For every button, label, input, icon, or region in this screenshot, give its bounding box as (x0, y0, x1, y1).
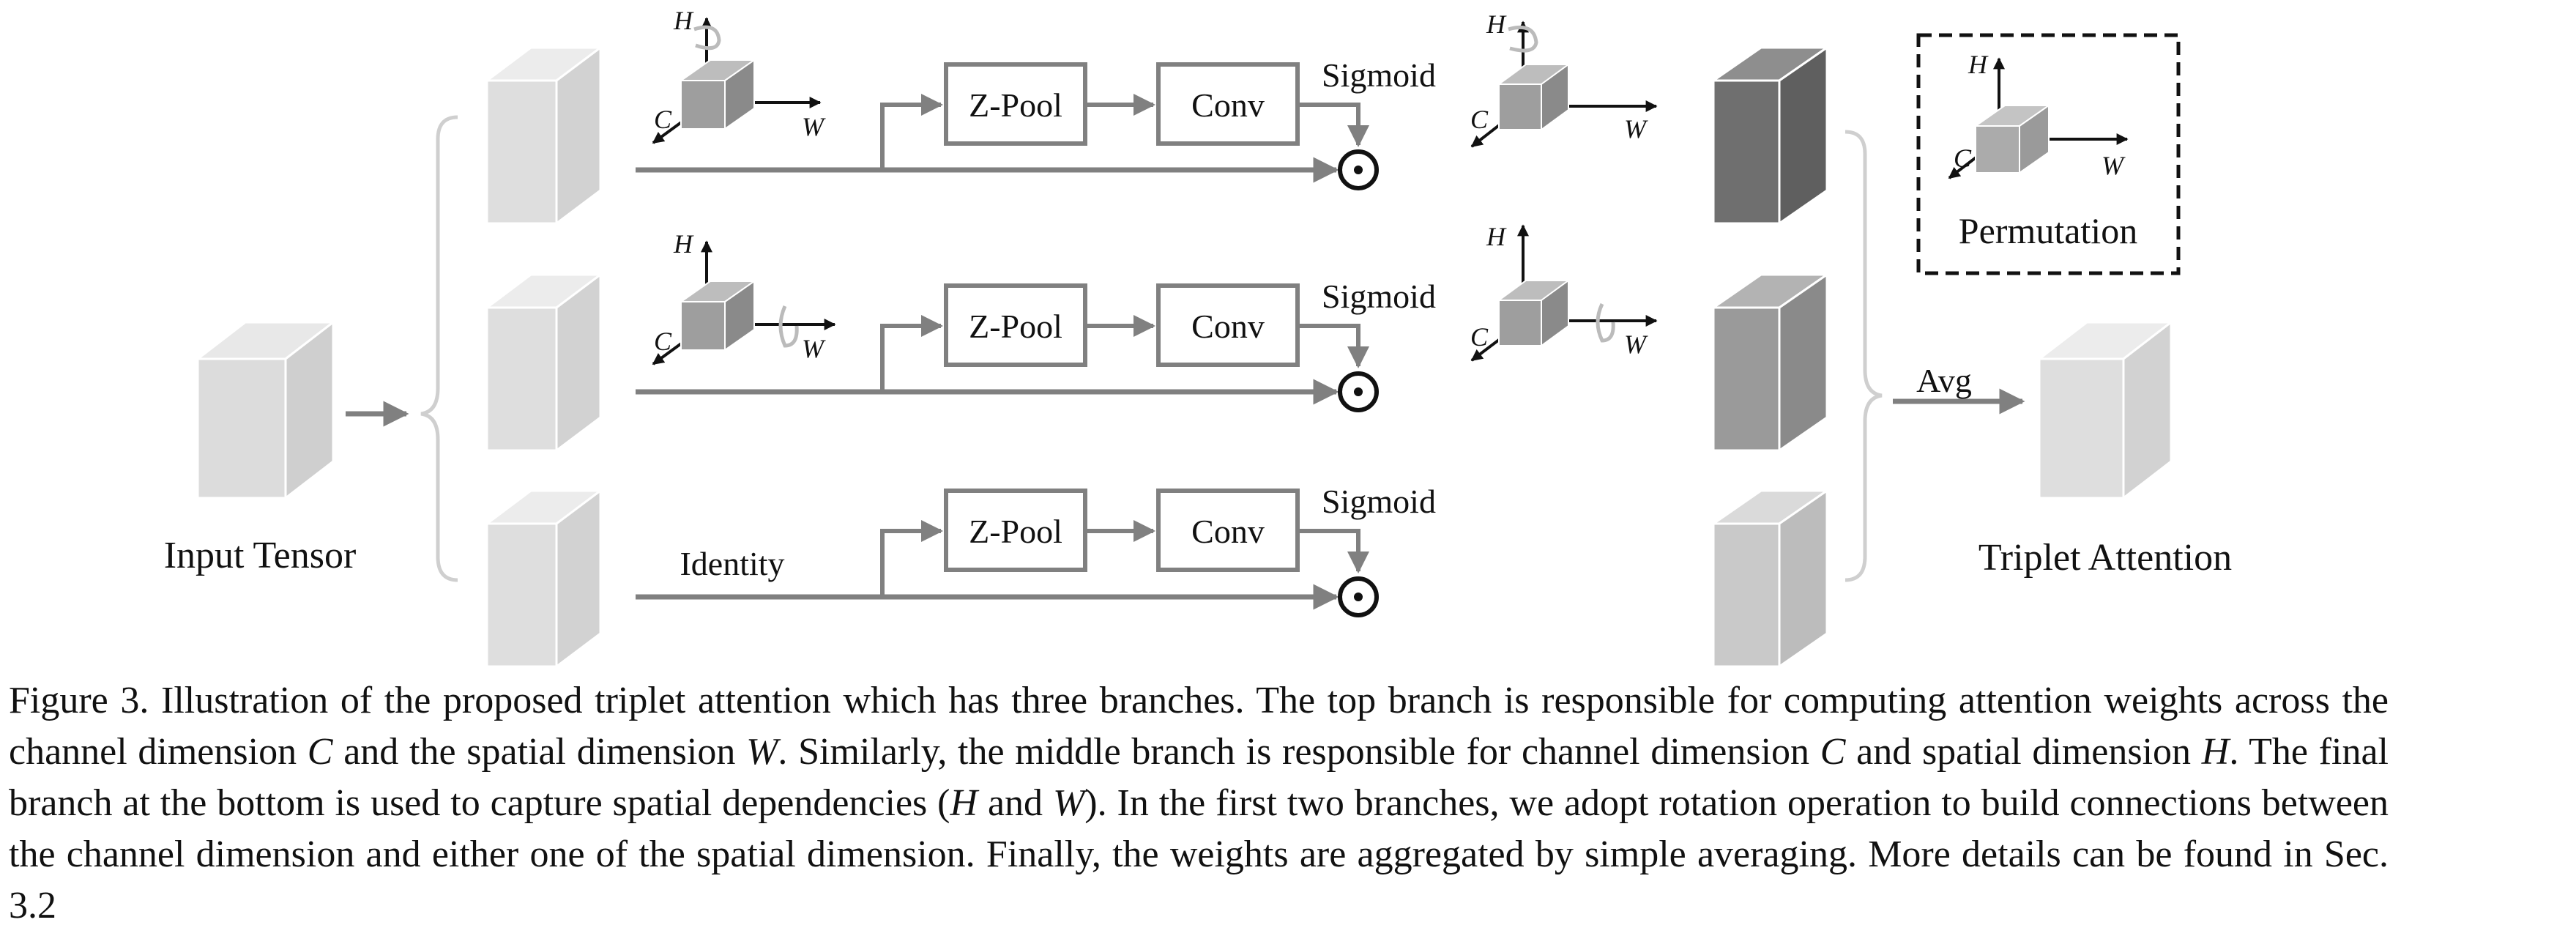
branch-2-sigmoid-label: Sigmoid (1322, 278, 1436, 315)
branch-2-zpool-box (944, 283, 1087, 367)
branch-1-permute-out-icon: H C W (1470, 10, 1658, 148)
branch-1-zpool-feed (880, 94, 943, 170)
branch-3-sigmoid-label: Sigmoid (1322, 483, 1436, 520)
branch-2-sigmoid-line (1298, 324, 1369, 368)
output-tensor-cube (2036, 319, 2175, 501)
branch-2-input-cube (483, 272, 604, 453)
branch-1-conv-label: Conv (1191, 86, 1265, 124)
branch-3-multiply-icon (1338, 576, 1379, 617)
branch-1-multiply-icon (1338, 149, 1379, 190)
branch-2-permute-out-icon: H C W (1470, 222, 1658, 362)
branch-1-conv-box (1156, 62, 1300, 146)
branch-2-out-axis-w: W (1624, 330, 1648, 359)
branch-2-axis-c: C (654, 327, 672, 356)
branch-2-zpool-label: Z-Pool (969, 308, 1062, 345)
branch-3-sigmoid-line (1298, 529, 1369, 573)
branch-1-permute-in-icon: H C W (652, 6, 826, 144)
branch-2-output-cube (1710, 272, 1831, 453)
branch-3-input-cube (483, 489, 604, 669)
avg-label: Avg (1916, 362, 1972, 399)
legend-axis-w: W (2102, 151, 2126, 180)
branch-1-output-cube (1710, 45, 1831, 226)
branch-2-axis-h: H (673, 229, 694, 259)
branch-2-multiply-icon (1338, 371, 1379, 412)
branch-3-zpool-feed (880, 520, 943, 597)
branch-1-axis-w: W (802, 112, 826, 141)
permutation-legend: H C W Permutation (1916, 33, 2181, 275)
output-tensor-label: Triplet Attention (1978, 537, 2232, 579)
legend-axis-c: C (1954, 144, 1972, 173)
branch-2-permute-in-icon: H C W (652, 229, 836, 365)
input-tensor-label: Input Tensor (164, 535, 357, 576)
branch-1-input-cube (483, 45, 604, 226)
branch-3-identity-label: Identity (680, 545, 784, 582)
branch-1-sigmoid-line (1298, 103, 1369, 147)
branch-3-conv-label: Conv (1191, 513, 1265, 550)
branch-1-axis-c: C (654, 105, 672, 134)
branch-2-zpool-feed (880, 315, 943, 392)
branch-1-out-axis-w: W (1624, 114, 1648, 144)
figure-caption: Figure 3. Illustration of the proposed t… (9, 680, 2389, 926)
branch-3-output-cube (1710, 489, 1831, 669)
branch-1-out-axis-h: H (1486, 10, 1507, 39)
branch-1-sigmoid-label: Sigmoid (1322, 56, 1436, 94)
branch-1-zpool-box (944, 62, 1087, 146)
branch-1-axis-h: H (673, 6, 694, 35)
legend-axis-h: H (1968, 50, 1989, 79)
branch-1-out-axis-c: C (1470, 105, 1489, 134)
triplet-attention-diagram: Input Tensor H C W Z-Pool Conv Sigmoid (163, 6, 2233, 669)
branch-3-conv-box (1156, 489, 1300, 572)
branch-2-conv-box (1156, 283, 1300, 367)
branch-2-out-axis-c: C (1470, 322, 1489, 352)
branch-2-axis-w: W (802, 334, 826, 363)
input-tensor-cube (194, 319, 337, 501)
right-brace (1844, 130, 1883, 582)
left-brace (420, 115, 458, 582)
branch-2-conv-label: Conv (1191, 308, 1265, 345)
branch-2-out-axis-h: H (1486, 222, 1507, 251)
branch-1-zpool-label: Z-Pool (969, 86, 1062, 124)
permutation-label: Permutation (1959, 210, 2137, 251)
branch-3-zpool-box (944, 489, 1087, 572)
branch-3-zpool-label: Z-Pool (969, 513, 1062, 550)
